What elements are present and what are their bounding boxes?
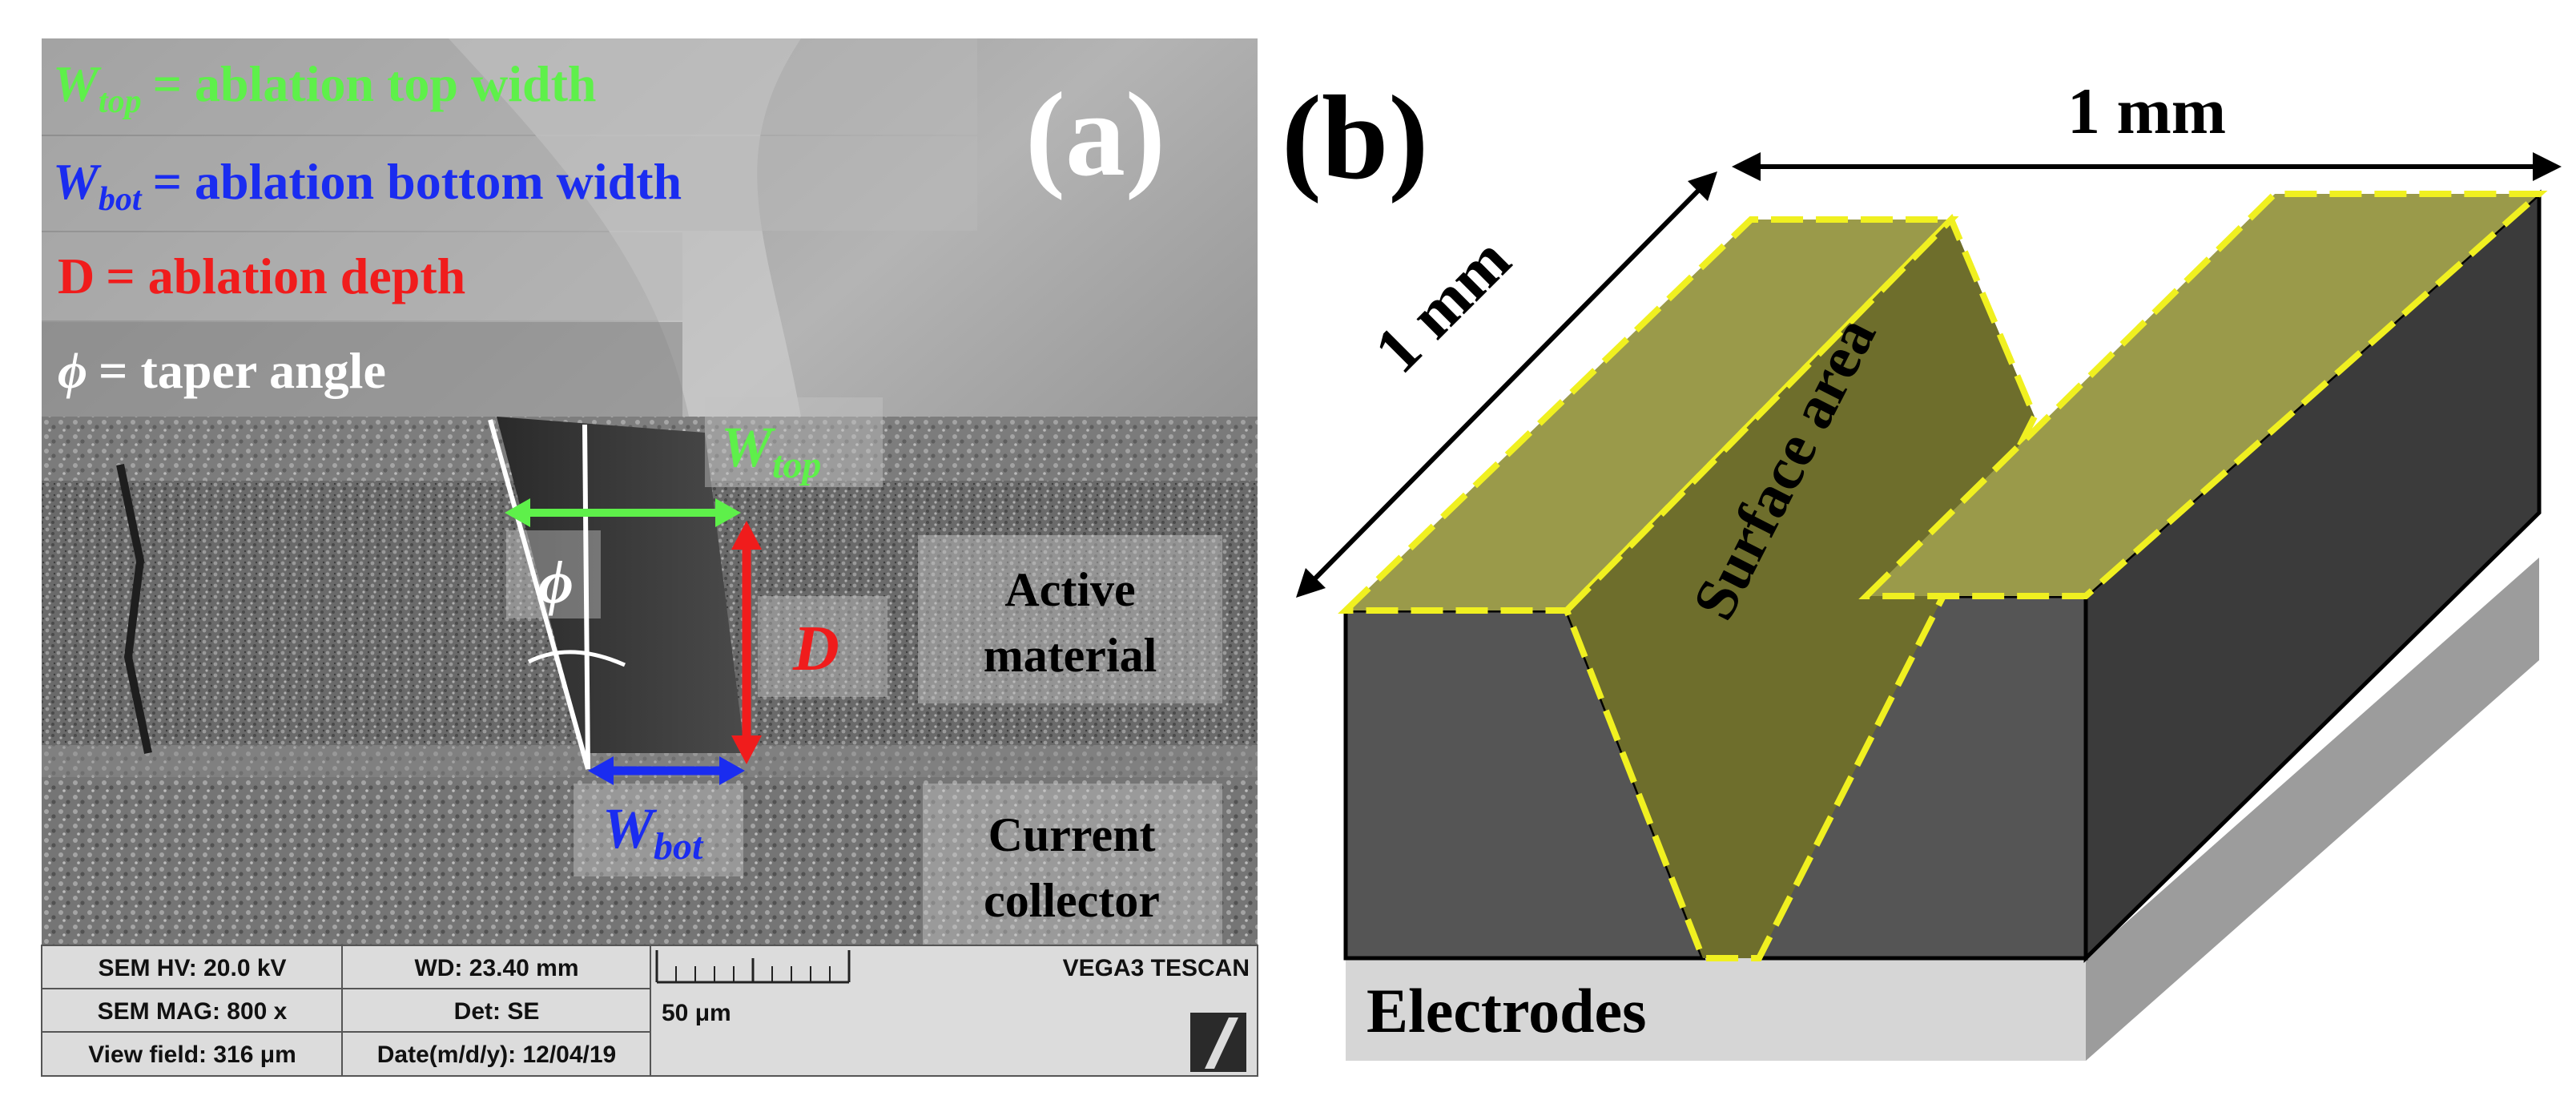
legend-wbot: Wbot= ablation bottom width (53, 153, 682, 218)
dimension-side-label: 1 mm (1360, 223, 1523, 386)
panel-b-label: (b) (1282, 71, 1428, 204)
wtop-label-box: Wtop (705, 397, 883, 487)
legend-phi: ϕ= taper angle (58, 342, 386, 399)
wbot-arrow (588, 756, 745, 785)
wbot-label: Wbot (602, 796, 704, 868)
wtop-label: Wtop (721, 415, 821, 486)
sem-mag: SEM MAG: 800 x (98, 998, 288, 1025)
legend-box-depth: D= ablation depth (42, 232, 682, 320)
depth-arrow (731, 521, 762, 764)
electrodes-label: Electrodes (1366, 976, 1646, 1046)
sem-view-field: View field: 316 μm (88, 1041, 296, 1068)
sem-wd: WD: 23.40 mm (414, 955, 578, 981)
dimension-top-arrow (1732, 152, 2562, 181)
scale-bar (655, 950, 851, 984)
sem-info-bar: SEM HV: 20.0 kV WD: 23.40 mm SEM MAG: 80… (41, 945, 1258, 1077)
wtop-arrow (505, 498, 741, 527)
sem-date: Date(m/d/y): 12/04/19 (377, 1041, 616, 1068)
legend-box-wtop: Wtop= ablation top width (42, 38, 977, 135)
slope-surface (1563, 213, 2039, 961)
sem-brand: VEGA3 TESCAN (1063, 955, 1250, 981)
surface-area (1338, 191, 2548, 961)
wbot-label-box: Wbot (574, 784, 743, 876)
dimension-side-arrow (1296, 171, 1717, 598)
legend-depth: D= ablation depth (58, 248, 465, 304)
sem-det: Det: SE (454, 998, 540, 1025)
taper-lines (488, 419, 626, 770)
panel-a: Wtop= ablation top width Wbot= ablation … (41, 38, 1258, 1077)
depth-label: D (792, 614, 839, 684)
panel-a-label: (a) (1025, 68, 1165, 201)
tescan-logo (1190, 1013, 1246, 1072)
panel-b: (b) Electrodes Surface area 1 mm (1282, 71, 2562, 1061)
depth-label-box: D (758, 596, 888, 697)
legend-box-phi: ϕ= taper angle (42, 322, 682, 417)
sem-scale-label: 50 μm (662, 1000, 731, 1026)
legend-wtop: Wtop= ablation top width (53, 55, 597, 120)
legend-box-wbot: Wbot= ablation bottom width (42, 136, 977, 231)
dimension-top-label: 1 mm (2067, 75, 2226, 147)
right-top-surface (1858, 191, 2548, 599)
sem-hv: SEM HV: 20.0 kV (98, 955, 286, 981)
